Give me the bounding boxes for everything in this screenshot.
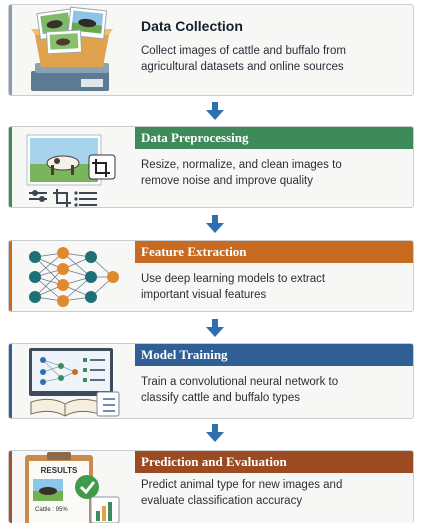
- description-line: Use deep learning models to extract: [141, 273, 326, 285]
- step-title: Model Training: [135, 344, 413, 366]
- step-accent: [9, 344, 12, 418]
- down-arrow-icon: [206, 215, 224, 233]
- crop-image-icon: [26, 134, 116, 207]
- step-data-collection: Data Collection Collect images of cattle…: [8, 4, 414, 96]
- description-line: evaluate classification accuracy: [141, 495, 303, 507]
- image-box-icon: [31, 6, 113, 91]
- step-feature-extraction: Feature Extraction Use deep learning mod…: [8, 240, 414, 312]
- training-monitor-icon: [29, 348, 120, 417]
- description-line: remove noise and improve quality: [141, 175, 313, 187]
- description-line: classify cattle and buffalo types: [141, 392, 300, 404]
- step-title: Feature Extraction: [135, 241, 413, 263]
- description-line: Train a convolutional neural network to: [141, 376, 339, 388]
- step-model-training: Model Training Train a convolutional neu…: [8, 343, 414, 419]
- step-data-preprocessing: Data Preprocessing Resize, normalize, an…: [8, 126, 414, 208]
- result-line: Cattle : 95%: [35, 507, 68, 513]
- description-line: Collect images of cattle and buffalo fro…: [141, 45, 346, 57]
- step-description: Resize, normalize, and clean images to r…: [141, 157, 403, 189]
- step-title: Data Collection: [141, 18, 243, 34]
- description-line: agricultural datasets and online sources: [141, 61, 344, 73]
- results-clipboard-icon: RESULTS Cattle : 95%: [25, 452, 120, 523]
- description-line: Predict animal type for new images and: [141, 479, 343, 491]
- step-accent: [9, 451, 12, 523]
- down-arrow-icon: [206, 102, 224, 120]
- step-description: Train a convolutional neural network to …: [141, 374, 403, 406]
- down-arrow-icon: [206, 319, 224, 337]
- step-description: Use deep learning models to extract impo…: [141, 271, 403, 303]
- step-accent: [9, 5, 12, 95]
- step-accent: [9, 241, 12, 311]
- step-accent: [9, 127, 12, 207]
- results-label: RESULTS: [41, 466, 78, 475]
- step-title: Prediction and Evaluation: [135, 451, 413, 473]
- step-description: Predict animal type for new images and e…: [141, 477, 403, 509]
- description-line: important visual features: [141, 289, 267, 301]
- step-description: Collect images of cattle and buffalo fro…: [141, 43, 403, 75]
- description-line: Resize, normalize, and clean images to: [141, 159, 342, 171]
- down-arrow-icon: [206, 424, 224, 442]
- step-title: Data Preprocessing: [135, 127, 413, 149]
- neural-network-icon: [29, 247, 119, 307]
- step-prediction-evaluation: RESULTS Cattle : 95% Prediction and Eval…: [8, 450, 414, 523]
